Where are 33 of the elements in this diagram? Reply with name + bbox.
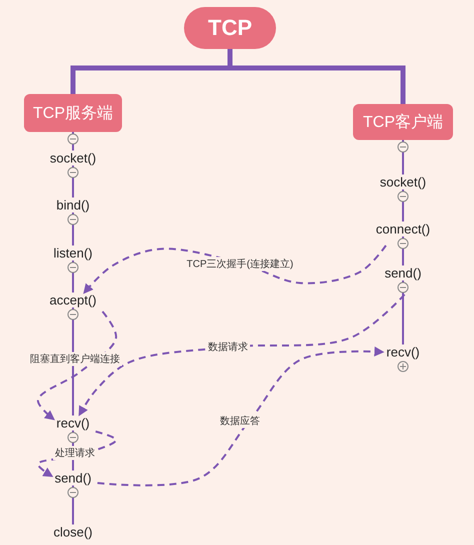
connector-line bbox=[402, 236, 404, 266]
function-label: socket() bbox=[380, 174, 426, 190]
connector-line bbox=[72, 308, 74, 416]
connector-line bbox=[72, 166, 74, 198]
edge-label: 处理请求 bbox=[53, 446, 97, 460]
function-label: listen() bbox=[54, 246, 92, 260]
root-topic-box: TCP bbox=[184, 7, 276, 49]
function-label: socket() bbox=[50, 150, 96, 166]
function-label: bind() bbox=[56, 198, 90, 212]
function-label: recv() bbox=[56, 416, 90, 430]
connector-line bbox=[72, 132, 74, 150]
connector-line bbox=[402, 190, 404, 222]
connector-line bbox=[72, 212, 74, 246]
topic-box: TCP服务端 bbox=[24, 94, 122, 132]
function-label: close() bbox=[54, 524, 92, 540]
connector-line bbox=[72, 260, 74, 292]
edge-label: 数据应答 bbox=[218, 414, 262, 428]
function-label: send() bbox=[384, 266, 422, 280]
dashed-arrow bbox=[37, 310, 118, 420]
function-label: send() bbox=[54, 470, 92, 486]
edge-label: TCP三次握手(连接建立) bbox=[184, 257, 296, 271]
dashed-arrow bbox=[97, 346, 384, 486]
function-label: recv() bbox=[386, 344, 420, 360]
connector-line bbox=[72, 486, 74, 524]
edge-label: 阻塞直到客户端连接 bbox=[28, 352, 122, 366]
edge-label: 数据请求 bbox=[206, 340, 250, 354]
connector-line bbox=[402, 280, 404, 344]
dashed-arrow bbox=[83, 244, 387, 294]
dashed-arrow bbox=[78, 294, 406, 416]
function-label: accept() bbox=[50, 292, 96, 308]
topic-box: TCP客户端 bbox=[353, 104, 453, 140]
connector-line bbox=[402, 140, 404, 174]
function-label: connect() bbox=[376, 222, 430, 236]
